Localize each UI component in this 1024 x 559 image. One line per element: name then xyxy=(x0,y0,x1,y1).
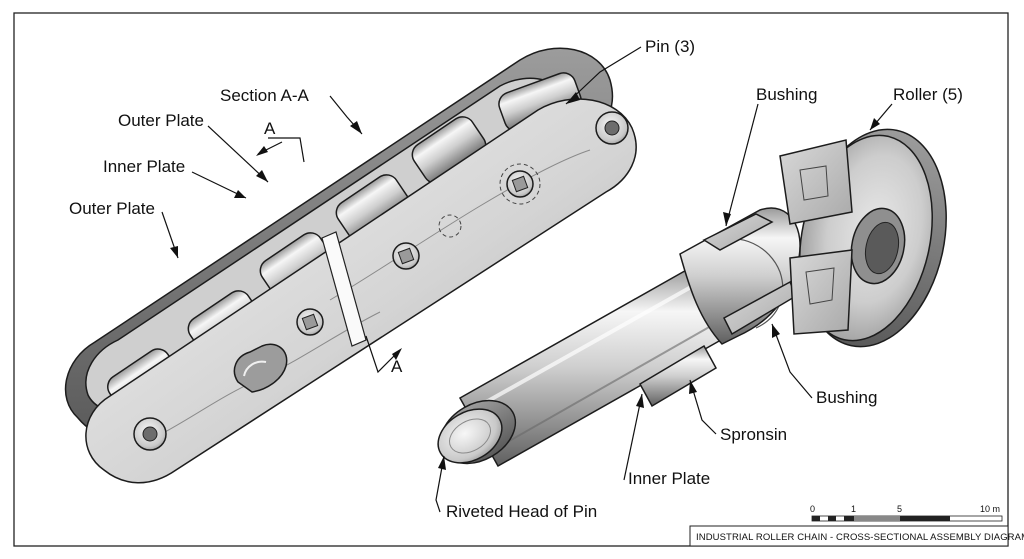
leader-lines xyxy=(161,46,893,513)
label-bushing-right: Bushing xyxy=(816,388,877,407)
label-pin: Pin (3) xyxy=(645,37,695,56)
exploded-assembly xyxy=(437,128,947,468)
scale-tick-0: 0 xyxy=(810,504,815,514)
label-section-mark-top: A xyxy=(264,119,276,138)
scale-bar: 0 1 5 10 m xyxy=(810,504,1003,522)
frame-border xyxy=(13,12,1009,547)
label-section-mark-bottom: A xyxy=(391,357,403,376)
chain-assembly xyxy=(64,47,637,484)
label-inner-plate-bottom: Inner Plate xyxy=(628,469,710,488)
section-plane xyxy=(321,231,367,347)
pin-ends xyxy=(133,111,629,451)
label-section: Section A-A xyxy=(220,86,309,105)
label-bushing-top: Bushing xyxy=(756,85,817,104)
label-spronsin: Spronsin xyxy=(720,425,787,444)
riveted-head xyxy=(437,408,503,464)
title-block: INDUSTRIAL ROLLER CHAIN - CROSS-SECTIONA… xyxy=(689,525,1024,547)
scale-tick-5: 5 xyxy=(897,504,902,514)
scale-tick-10: 10 m xyxy=(980,504,1000,514)
roller xyxy=(779,128,947,348)
label-outer-plate-top: Outer Plate xyxy=(118,111,204,130)
scale-tick-1: 1 xyxy=(851,504,856,514)
label-riveted-head: Riveted Head of Pin xyxy=(446,502,597,521)
label-inner-plate-left: Inner Plate xyxy=(103,157,185,176)
label-roller: Roller (5) xyxy=(893,85,963,104)
label-outer-plate-left: Outer Plate xyxy=(69,199,155,218)
spronsin-sleeve xyxy=(638,344,718,408)
title-text: INDUSTRIAL ROLLER CHAIN - CROSS-SECTIONA… xyxy=(696,532,1024,543)
